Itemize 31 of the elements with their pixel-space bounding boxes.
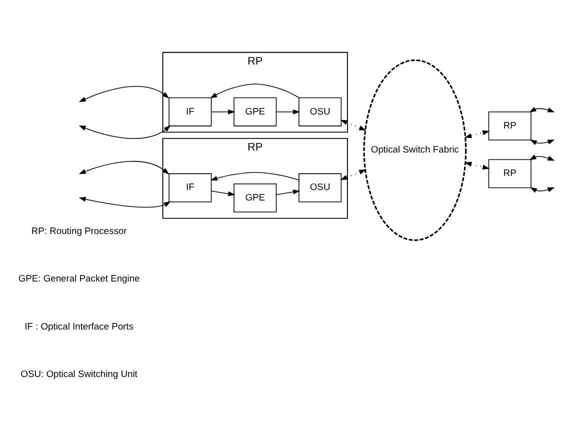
arrow (464, 130, 490, 138)
node-ellipse: Optical Switch Fabric (363, 58, 467, 240)
arrow (340, 119, 366, 130)
arrow (210, 190, 236, 196)
arrow (78, 160, 170, 174)
label: GPE: General Packet Engine (18, 272, 140, 284)
arrow (210, 171, 300, 180)
label: OSU: Optical Switching Unit (20, 368, 138, 379)
arrow (276, 189, 300, 195)
arrow (340, 169, 366, 180)
arrow (78, 85, 170, 102)
arrow (529, 154, 555, 160)
arrow (78, 196, 171, 208)
node-box: IF (168, 96, 212, 126)
arrow (78, 124, 171, 138)
node-box: GPE (234, 182, 277, 212)
arrow (276, 108, 300, 114)
arrow (529, 106, 555, 112)
node-box: OSU (298, 96, 342, 126)
node-box: IF (168, 172, 212, 202)
arrow (210, 83, 300, 98)
node-box: GPE (234, 96, 277, 126)
label: RP: Routing Processor (31, 224, 127, 236)
label: IF : Optical Interface Ports (24, 320, 134, 331)
node-box: OSU (298, 172, 342, 202)
arrow (530, 186, 555, 192)
arrow (530, 138, 555, 145)
node-box: RP (488, 110, 532, 140)
arrow (210, 108, 236, 114)
node-box: RP (488, 158, 532, 188)
arrow (464, 161, 490, 169)
